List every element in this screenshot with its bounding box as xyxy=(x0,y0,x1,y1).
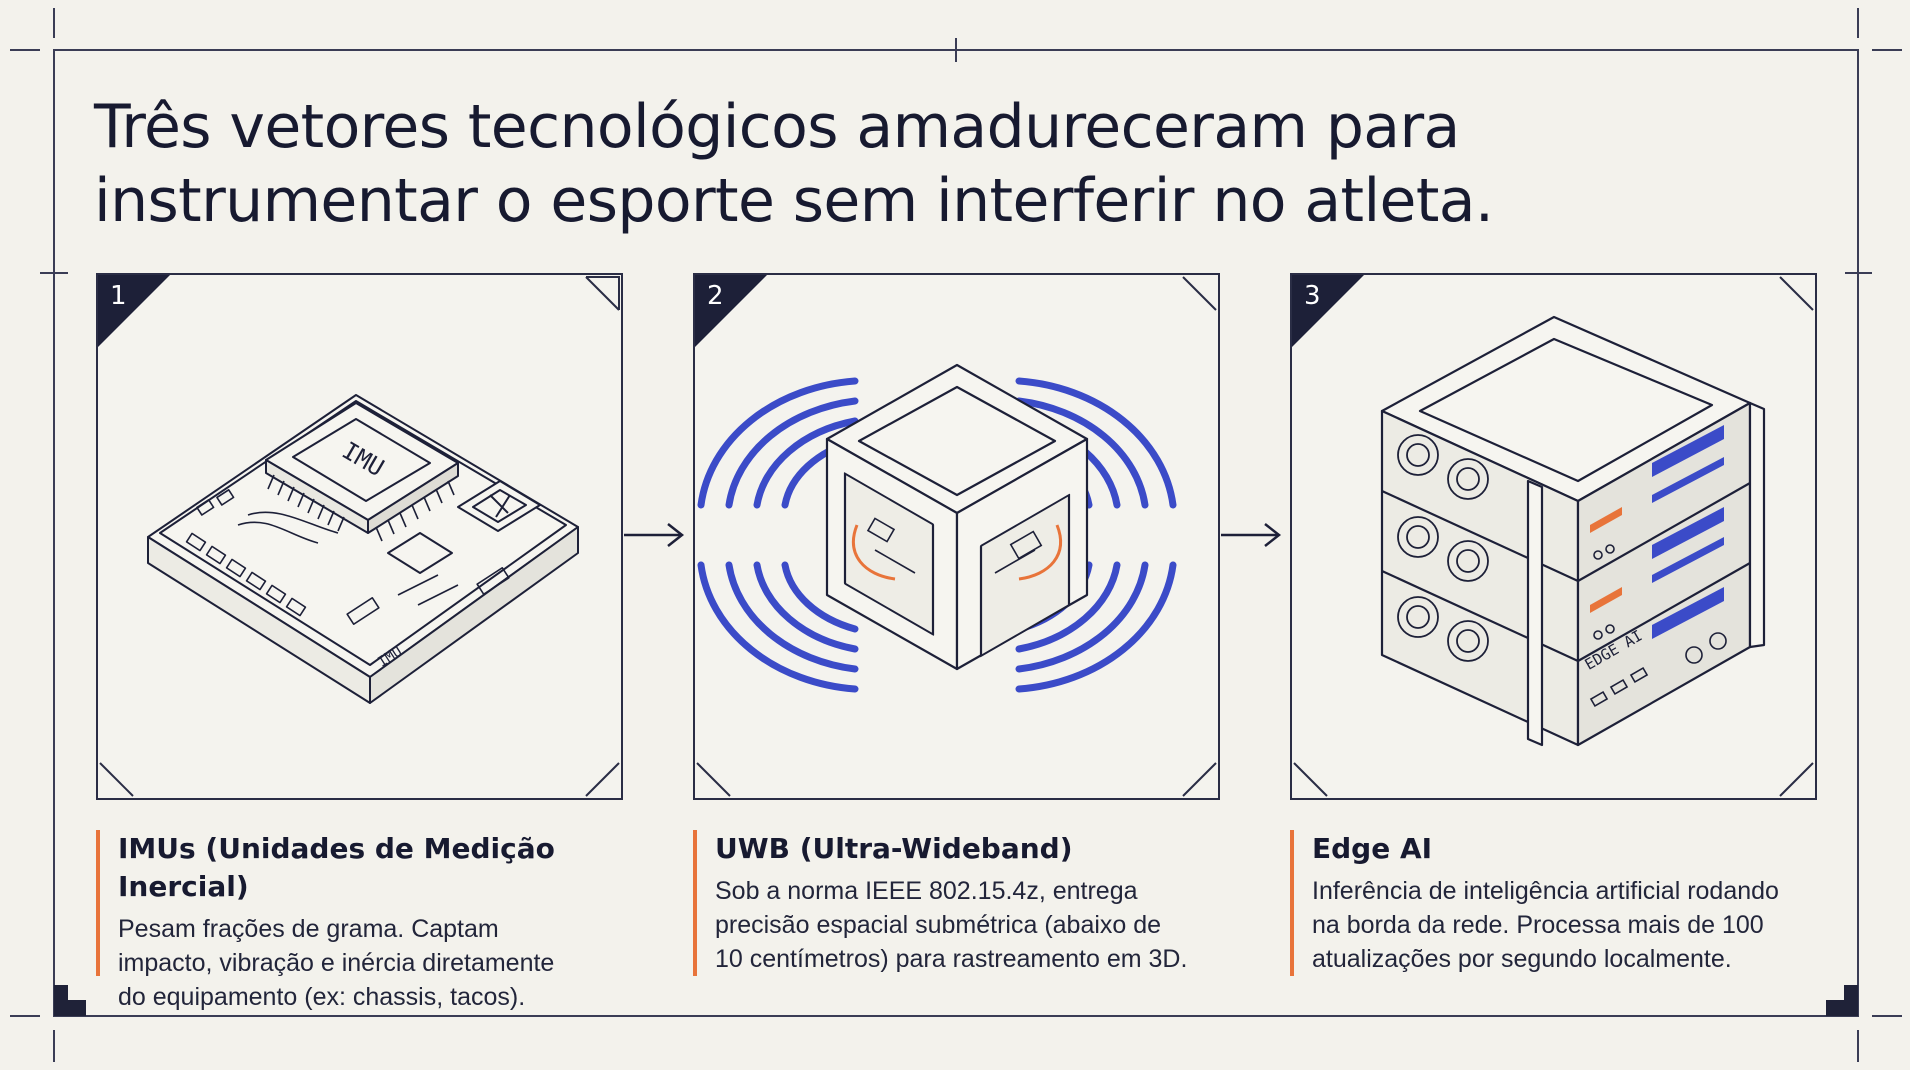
caption-title: Edge AI xyxy=(1312,832,1433,865)
title-line-2: instrumentar o esporte sem interferir no… xyxy=(94,166,1494,236)
caption-line: 10 centímetros) para rastreamento em 3D. xyxy=(715,945,1188,973)
panel-imu: IMU IMU 1 xyxy=(96,273,623,800)
caption-line: Sob a norma IEEE 802.15.4z, entrega xyxy=(715,877,1138,905)
caption-line: na borda da rede. Processa mais de 100 xyxy=(1312,911,1764,939)
page-title: Três vetores tecnológicos amadureceram p… xyxy=(94,90,1794,238)
uwb-cube-signal-icon xyxy=(695,275,1217,797)
imu-board-icon: IMU IMU xyxy=(98,275,620,797)
panel-number-3: 3 xyxy=(1304,281,1321,311)
caption-line: precisão espacial submétrica (abaixo de xyxy=(715,911,1162,939)
caption-line: impacto, vibração e inércia diretamente xyxy=(118,949,555,977)
caption-body: Inferência de inteligência artificial ro… xyxy=(1312,874,1830,976)
caption-title: UWB (Ultra-Wideband) xyxy=(715,832,1073,865)
arrow-right-icon xyxy=(624,523,685,547)
panel-uwb: 2 xyxy=(693,273,1220,800)
caption-edge-ai: Edge AI Inferência de inteligência artif… xyxy=(1290,830,1830,976)
panel-edge-ai: EDGE AI 3 xyxy=(1290,273,1817,800)
arrow-right-icon xyxy=(1221,523,1282,547)
caption-title: IMUs (Unidades de Medição Inercial) xyxy=(118,832,555,903)
title-line-1: Três vetores tecnológicos amadureceram p… xyxy=(94,92,1460,162)
edge-server-rack-icon: EDGE AI xyxy=(1292,275,1814,797)
caption-body: Sob a norma IEEE 802.15.4z, entrega prec… xyxy=(715,874,1233,976)
caption-imu: IMUs (Unidades de Medição Inercial) Pesa… xyxy=(96,830,636,1011)
caption-line: Inferência de inteligência artificial ro… xyxy=(1312,877,1779,905)
panel-number-1: 1 xyxy=(110,281,127,311)
caption-line: atualizações por segundo localmente. xyxy=(1312,945,1732,973)
caption-uwb: UWB (Ultra-Wideband) Sob a norma IEEE 80… xyxy=(693,830,1233,976)
caption-line: do equipamento (ex: chassis, tacos). xyxy=(118,983,526,1011)
caption-line: Pesam frações de grama. Captam xyxy=(118,915,499,943)
panel-number-2: 2 xyxy=(707,281,724,311)
caption-body: Pesam frações de grama. Captam impacto, … xyxy=(118,912,636,1014)
